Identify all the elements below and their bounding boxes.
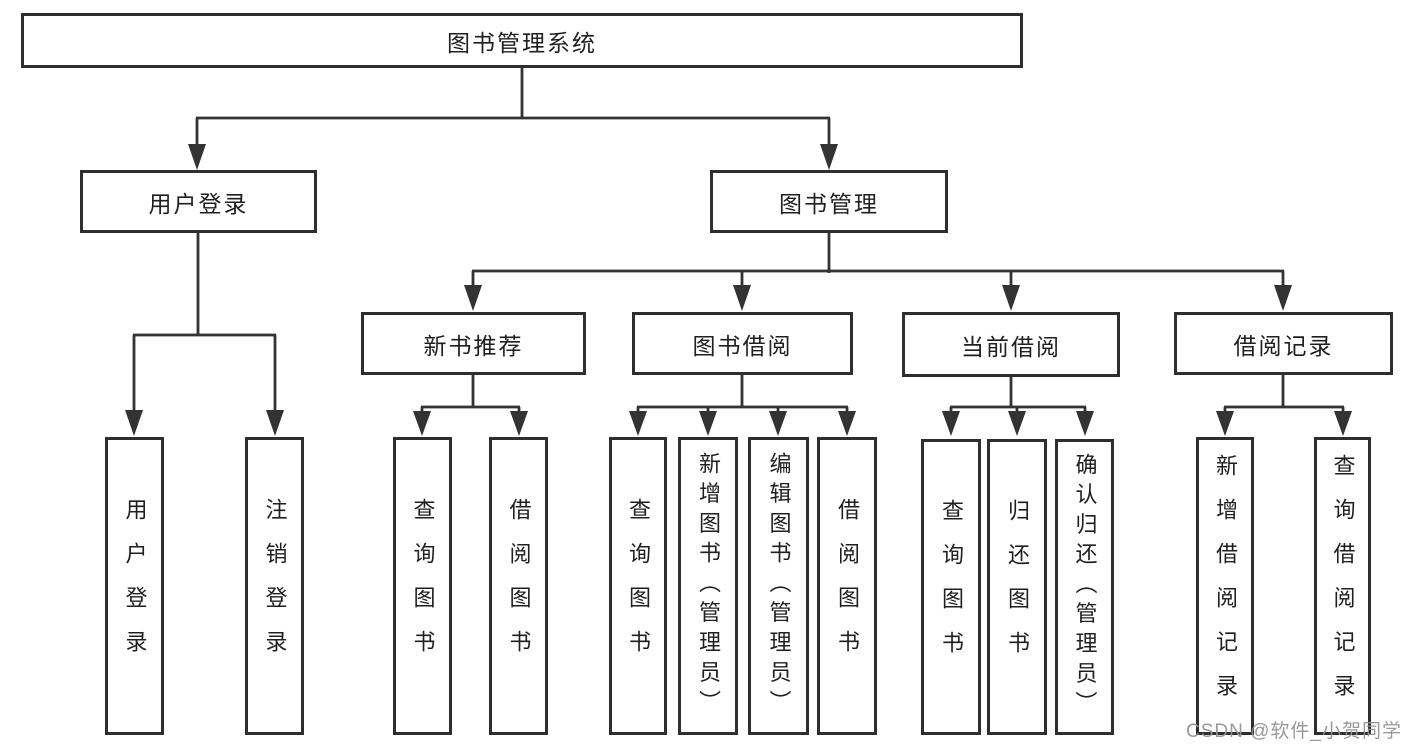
leaf-bb-query-book: 查询图书 xyxy=(609,437,667,735)
leaf-br-add-record-label: 新增借阅记录 xyxy=(1213,454,1238,718)
leaf-logout-label: 注销登录 xyxy=(262,498,288,674)
leaf-cb-query-book-label: 查询图书 xyxy=(939,499,964,675)
node-borrow-record-label: 借阅记录 xyxy=(1233,332,1334,359)
leaf-br-add-record: 新增借阅记录 xyxy=(1196,437,1254,735)
leaf-cb-return-book-label: 归还图书 xyxy=(1005,499,1030,675)
leaf-cb-query-book: 查询图书 xyxy=(921,439,981,735)
leaf-nb-borrow-book: 借阅图书 xyxy=(489,437,548,735)
node-user-login-label: 用户登录 xyxy=(148,190,249,217)
leaf-nb-borrow-book-label: 借阅图书 xyxy=(506,498,532,674)
leaf-cb-confirm-return-label: 确认归还（管理员） xyxy=(1072,453,1098,721)
node-library-system-label: 图书管理系统 xyxy=(447,29,597,56)
leaf-bb-borrow-book: 借阅图书 xyxy=(817,437,877,735)
leaf-br-query-record: 查询借阅记录 xyxy=(1314,437,1371,735)
node-library-system: 图书管理系统 xyxy=(21,13,1023,68)
leaf-bb-edit-book: 编辑图书（管理员） xyxy=(748,437,809,735)
leaf-bb-borrow-book-label: 借阅图书 xyxy=(835,498,860,674)
leaf-bb-add-book: 新增图书（管理员） xyxy=(678,437,738,735)
node-book-management: 图书管理 xyxy=(710,170,948,233)
leaf-logout: 注销登录 xyxy=(245,437,304,735)
node-book-borrow-label: 图书借阅 xyxy=(692,332,793,359)
leaf-nb-query-book-label: 查询图书 xyxy=(410,498,436,674)
node-borrow-record: 借阅记录 xyxy=(1174,312,1393,375)
node-new-book-recommend-label: 新书推荐 xyxy=(423,332,524,359)
leaf-nb-query-book: 查询图书 xyxy=(393,437,452,735)
node-current-borrow: 当前借阅 xyxy=(902,312,1120,377)
leaf-user-login: 用户登录 xyxy=(105,437,164,735)
node-book-management-label: 图书管理 xyxy=(779,190,879,217)
leaf-cb-confirm-return: 确认归还（管理员） xyxy=(1055,439,1114,735)
watermark: CSDN @软件_小贺同学 xyxy=(1186,721,1402,742)
leaf-user-login-label: 用户登录 xyxy=(122,498,148,674)
leaf-br-query-record-label: 查询借阅记录 xyxy=(1330,454,1356,718)
leaf-bb-add-book-label: 新增图书（管理员） xyxy=(696,452,721,720)
node-current-borrow-label: 当前借阅 xyxy=(961,333,1061,360)
node-new-book-recommend: 新书推荐 xyxy=(361,312,586,375)
leaf-bb-query-book-label: 查询图书 xyxy=(626,498,651,674)
node-user-login: 用户登录 xyxy=(80,170,317,233)
node-book-borrow: 图书借阅 xyxy=(632,312,853,375)
leaf-cb-return-book: 归还图书 xyxy=(987,439,1047,735)
leaf-bb-edit-book-label: 编辑图书（管理员） xyxy=(766,452,792,720)
